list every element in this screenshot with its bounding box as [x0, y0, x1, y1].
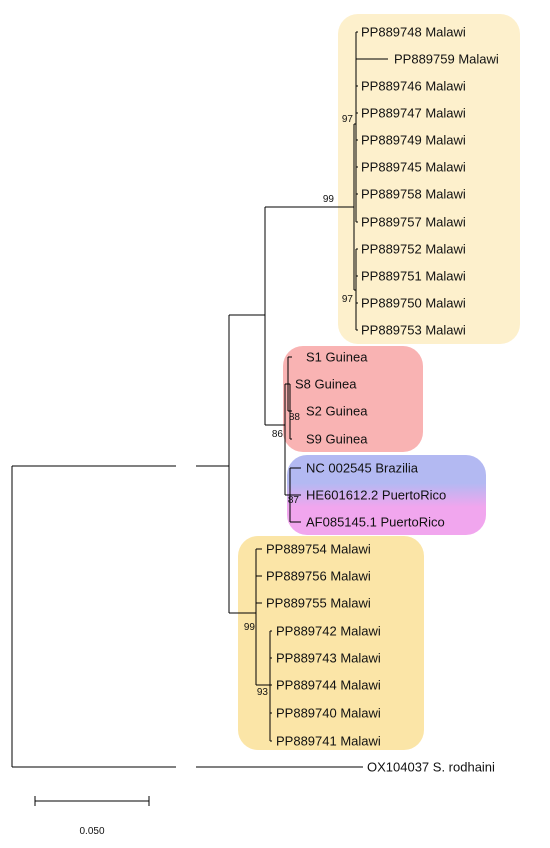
leaf-label: PP889744 Malawi: [276, 678, 381, 693]
malawi-clade-a-highlight: [338, 14, 520, 344]
leaf-label: PP889759 Malawi: [394, 52, 499, 67]
leaf-label: PP889758 Malawi: [361, 187, 466, 202]
leaf-label: PP889746 Malawi: [361, 79, 466, 94]
leaf-label: HE601612.2 PuertoRico: [306, 488, 446, 503]
americas-clade-highlight: [287, 455, 486, 535]
leaf-label: PP889753 Malawi: [361, 323, 466, 338]
leaf-label: PP889741 Malawi: [276, 734, 381, 749]
bootstrap-value: 93: [257, 687, 269, 698]
bootstrap-value: 99: [323, 194, 335, 205]
leaf-label: PP889748 Malawi: [361, 25, 466, 40]
leaf-label: PP889742 Malawi: [276, 624, 381, 639]
leaf-label: PP889745 Malawi: [361, 160, 466, 175]
leaf-label: PP889751 Malawi: [361, 269, 466, 284]
guinea-clade-highlight: [283, 346, 423, 452]
leaf-label: PP889750 Malawi: [361, 296, 466, 311]
leaf-label: S1 Guinea: [306, 350, 368, 365]
leaf-label: PP889740 Malawi: [276, 706, 381, 721]
tree-branches: [11, 31, 388, 768]
leaf-label: PP889757 Malawi: [361, 215, 466, 230]
bootstrap-value: 97: [342, 114, 354, 125]
leaf-label: PP889747 Malawi: [361, 106, 466, 121]
bootstrap-value: 87: [288, 495, 300, 506]
outgroup-label: OX104037 S. rodhaini: [367, 760, 495, 775]
scale-bar: 0.050: [34, 796, 150, 837]
malawi-clade-b-highlight: [238, 536, 424, 750]
leaf-label: S2 Guinea: [306, 404, 368, 419]
bootstrap-value: 86: [272, 429, 284, 440]
leaf-label: PP889754 Malawi: [266, 542, 371, 557]
bootstrap-value: 97: [342, 294, 354, 305]
leaf-label: PP889749 Malawi: [361, 133, 466, 148]
scale-bar-label: 0.050: [79, 826, 104, 837]
malawi-clade-b-labels: PP889754 Malawi PP889756 Malawi PP889755…: [266, 542, 381, 749]
leaf-label: PP889756 Malawi: [266, 569, 371, 584]
leaf-label: AF085145.1 PuertoRico: [306, 515, 445, 530]
malawi-clade-a-labels: PP889748 Malawi PP889759 Malawi PP889746…: [361, 25, 499, 338]
leaf-label: S9 Guinea: [306, 432, 368, 447]
guinea-clade-labels: S1 Guinea S8 Guinea S2 Guinea S9 Guinea: [295, 350, 368, 447]
leaf-label: PP889755 Malawi: [266, 596, 371, 611]
leaf-label: NC 002545 Brazilia: [306, 461, 419, 476]
bootstrap-value: 88: [289, 412, 301, 423]
leaf-label: S8 Guinea: [295, 377, 357, 392]
leaf-label: PP889743 Malawi: [276, 651, 381, 666]
bootstrap-value: 99: [244, 622, 256, 633]
americas-clade-labels: NC 002545 Brazilia HE601612.2 PuertoRico…: [306, 461, 446, 530]
leaf-label: PP889752 Malawi: [361, 242, 466, 257]
bootstrap-values: 97 99 97 88 86 87 99 93: [244, 114, 354, 698]
